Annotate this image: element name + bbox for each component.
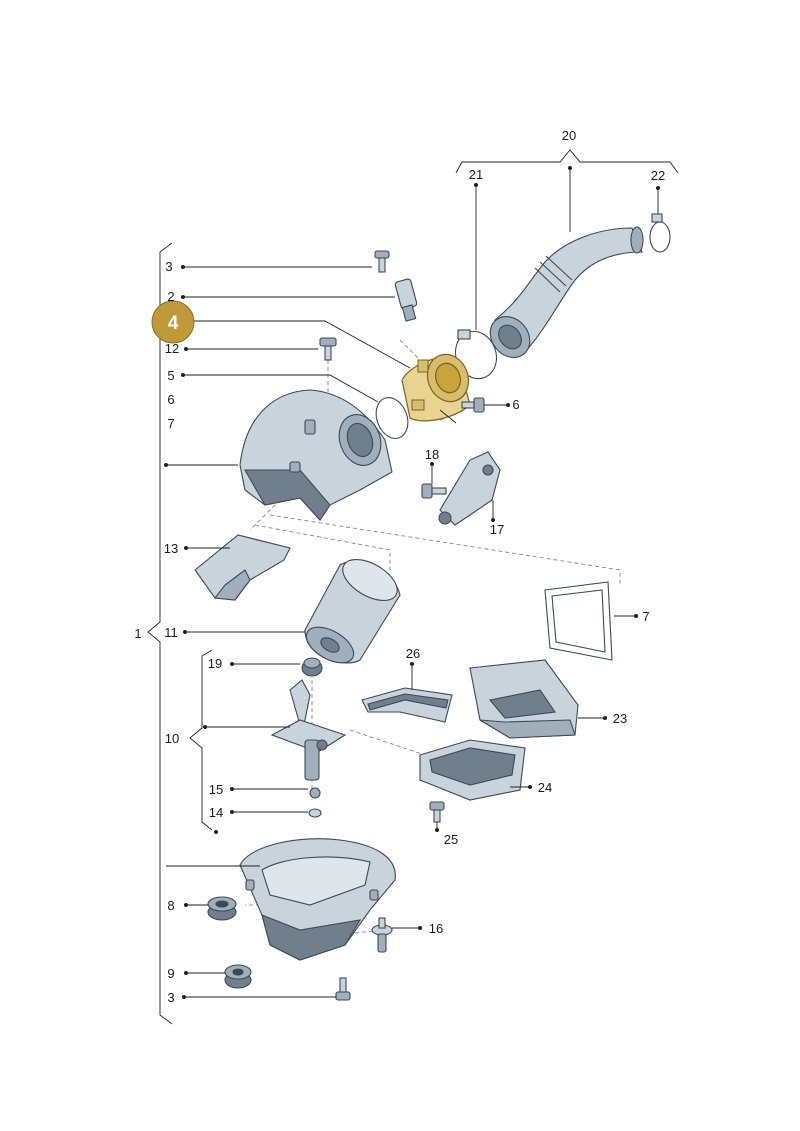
screw-part-3-top [374,250,390,273]
label-3-bottom: 3 [167,990,174,1005]
screw-part-12 [319,337,337,361]
label-6-left: 6 [167,392,174,407]
seal-frame-part-7 [544,581,613,661]
label-13: 13 [164,541,178,556]
label-23: 23 [613,711,627,726]
label-10: 10 [165,731,179,746]
label-7-left: 7 [167,416,174,431]
air-guide-part-23 [469,659,579,739]
grommet-part-19 [301,657,323,677]
cover-part-26 [361,687,453,723]
label-17: 17 [490,522,504,537]
push-pin-part-16 [371,917,393,953]
bracket-group-10 [189,649,213,831]
sensor-part-2 [394,278,418,322]
highlight-callout-circle[interactable] [151,300,195,344]
screw-part-3-bottom [335,977,351,1001]
label-22: 22 [651,168,665,183]
label-26: 26 [406,646,420,661]
label-9: 9 [167,966,174,981]
label-1: 1 [134,626,141,641]
tray-part-24 [419,739,526,801]
intake-hose-part [489,226,644,358]
label-7-right: 7 [642,609,649,624]
label-5: 5 [167,368,174,383]
valve-part-10 [270,679,347,781]
label-8: 8 [167,898,174,913]
o-ring-part-5 [375,397,409,439]
washer-part-15 [309,787,321,799]
bracket-group-20 [455,149,679,174]
screw-part-18 [421,483,447,499]
bracket-group-1 [147,242,173,1025]
label-19: 19 [208,656,222,671]
label-14: 14 [209,805,223,820]
highlight-callout-number: 4 [168,313,179,334]
label-21: 21 [469,167,483,182]
rubber-mount-part-9 [224,964,252,989]
label-3-top: 3 [165,259,172,274]
lower-housing-part [239,838,396,961]
nut-part-14 [308,808,322,818]
connector-part-4-highlighted [401,353,471,422]
highlight-callout-4[interactable]: 4 [151,300,195,344]
hose-clamp-22-part [649,213,671,253]
upper-housing-part [239,389,393,521]
rubber-mount-part-8 [207,896,237,921]
label-20: 20 [562,128,576,143]
label-18: 18 [425,447,439,462]
label-15: 15 [209,782,223,797]
bracket-part-17 [438,451,501,526]
label-25: 25 [444,832,458,847]
part-number-labels: 20 21 22 3 2 12 5 6 6 7 18 17 13 7 1 11 … [134,128,665,1005]
duct-part-13 [194,534,291,601]
label-6-right: 6 [512,397,519,412]
label-16: 16 [429,921,443,936]
filter-element-part-11 [304,559,401,664]
leader-lines [164,166,660,999]
label-24: 24 [538,780,552,795]
label-12: 12 [165,341,179,356]
label-2: 2 [167,289,174,304]
label-11: 11 [164,625,178,640]
screw-part-25 [429,801,445,823]
